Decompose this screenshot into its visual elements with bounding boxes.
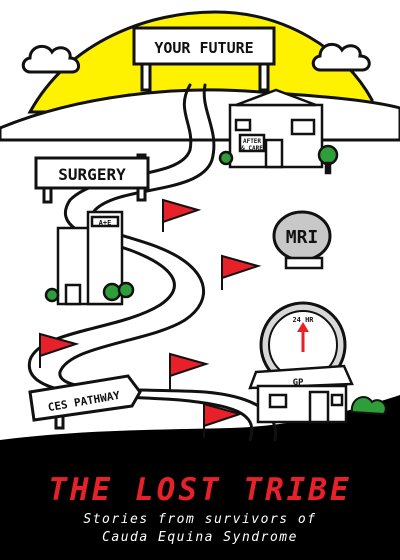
winding-road bbox=[27, 83, 278, 442]
your-future-sign: YOUR FUTURE bbox=[132, 26, 276, 92]
hospital-sign-label: A+E bbox=[99, 219, 112, 227]
book-title: THE LOST TRIBE bbox=[48, 472, 352, 508]
clock-label: 24 HR bbox=[292, 316, 314, 324]
after-care-label-1: AFTER bbox=[243, 138, 261, 145]
mri-label: MRI bbox=[286, 227, 319, 248]
book-subtitle-line-2: Cauda Equina Syndrome bbox=[102, 530, 298, 545]
surgery-sign: SURGERY bbox=[34, 153, 150, 204]
after-care-label-2: & CARE bbox=[241, 145, 263, 152]
surgery-label: SURGERY bbox=[58, 165, 126, 184]
gp-label: GP bbox=[293, 378, 304, 388]
after-care-building-icon bbox=[218, 88, 339, 175]
red-flag-icon bbox=[39, 198, 262, 438]
cloud-icon bbox=[21, 42, 371, 74]
bush-icon bbox=[350, 396, 387, 416]
clock-icon: 24 HR bbox=[259, 301, 347, 389]
ces-pathway-sign: CES PATHWAY bbox=[28, 374, 142, 430]
mri-scanner-icon: MRI bbox=[272, 210, 332, 270]
your-future-label: YOUR FUTURE bbox=[154, 39, 253, 57]
book-subtitle-line-1: Stories from survivors of bbox=[83, 512, 317, 527]
hospital-building-icon bbox=[44, 210, 135, 306]
ground-edge bbox=[0, 395, 400, 445]
gp-building-icon bbox=[248, 364, 354, 424]
black-ground bbox=[0, 440, 400, 560]
